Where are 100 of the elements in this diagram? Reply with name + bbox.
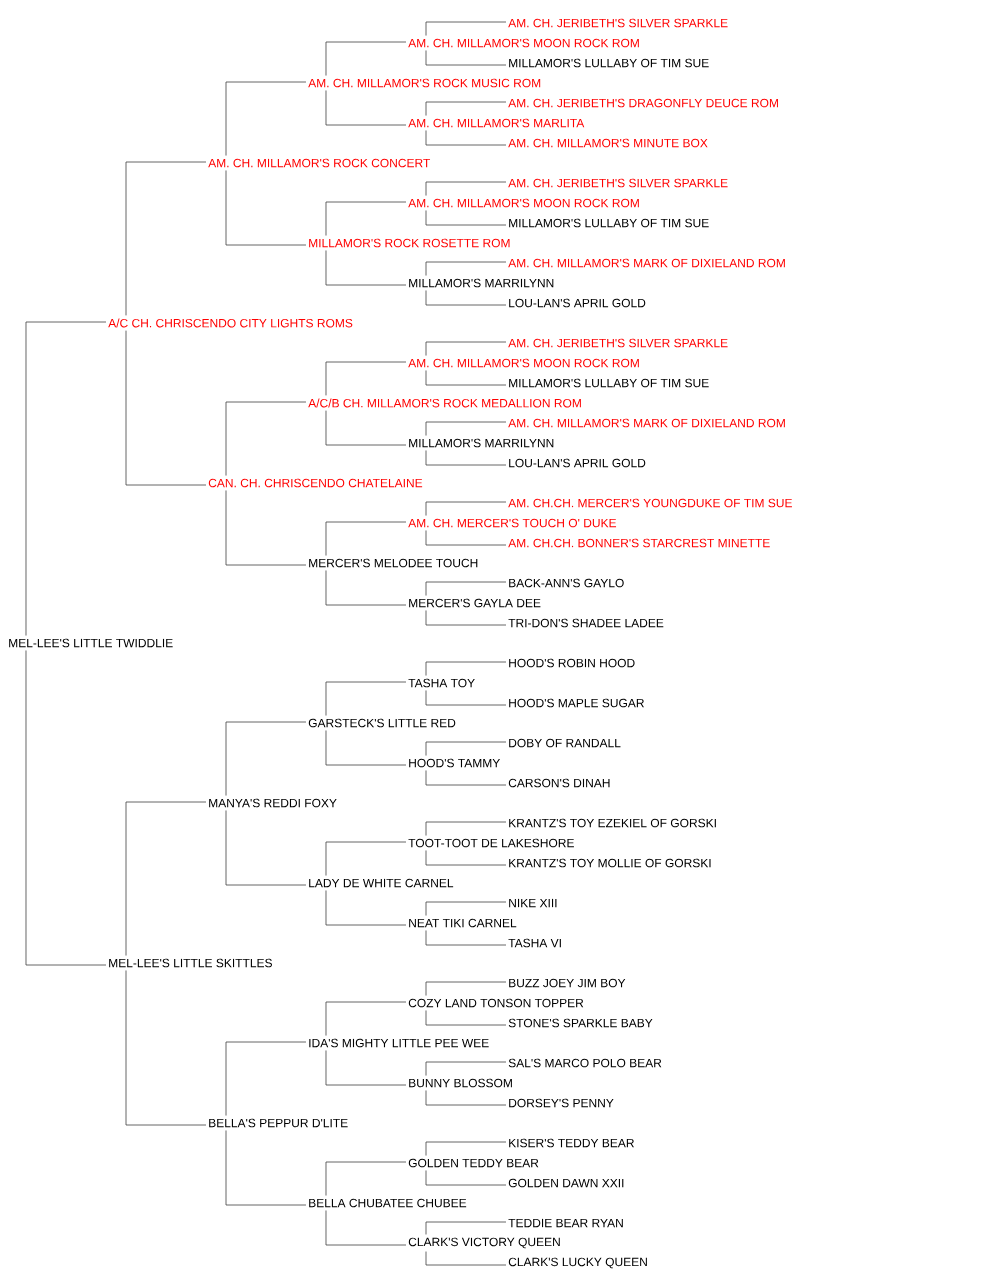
pedigree-name: GOLDEN DAWN XXII bbox=[508, 1178, 624, 1188]
pedigree-name: BELLA'S PEPPUR D'LITE bbox=[209, 1118, 348, 1128]
connector-line bbox=[425, 210, 507, 226]
connector-line bbox=[25, 321, 107, 636]
connector-line bbox=[325, 1050, 407, 1086]
connector-line bbox=[325, 1001, 407, 1036]
pedigree-name: A/C CH. CHRISCENDO CITY LIGHTS ROMS bbox=[108, 318, 353, 328]
pedigree-name: COZY LAND TONSON TOPPER bbox=[408, 998, 584, 1008]
connector-line bbox=[325, 570, 407, 606]
connector-line bbox=[225, 1130, 307, 1206]
pedigree-name: AM. CH. MILLAMOR'S ROCK MUSIC ROM bbox=[308, 78, 541, 88]
connector-line bbox=[425, 770, 507, 786]
connector-line bbox=[25, 650, 107, 966]
pedigree-name: DOBY OF RANDALL bbox=[509, 738, 621, 748]
connector-line bbox=[425, 1090, 507, 1106]
connector-line bbox=[325, 250, 407, 286]
connector-line bbox=[425, 341, 507, 356]
pedigree-name: CARSON'S DINAH bbox=[508, 778, 610, 788]
pedigree-name: AM. CH. MERCER'S TOUCH O' DUKE bbox=[408, 518, 617, 528]
connector-line bbox=[325, 841, 407, 876]
connector-line bbox=[425, 901, 507, 916]
pedigree-name: BUNNY BLOSSOM bbox=[409, 1078, 512, 1088]
connector-line bbox=[425, 981, 507, 996]
pedigree-name: AM. CH. JERIBETH'S DRAGONFLY DEUCE ROM bbox=[508, 98, 778, 108]
connector-line bbox=[425, 930, 507, 946]
connector-line bbox=[425, 661, 507, 676]
pedigree-name: LOU-LAN'S APRIL GOLD bbox=[509, 298, 646, 308]
pedigree-name: MILLAMOR'S LULLABY OF TIM SUE bbox=[509, 218, 709, 228]
pedigree-name: GOLDEN TEDDY BEAR bbox=[408, 1158, 539, 1168]
pedigree-name: MERCER'S GAYLA DEE bbox=[409, 598, 541, 608]
connector-line bbox=[425, 530, 507, 546]
connector-line bbox=[325, 90, 407, 126]
pedigree-name: AM. CH.CH. MERCER'S YOUNGDUKE OF TIM SUE bbox=[508, 498, 792, 508]
connector-line bbox=[125, 970, 207, 1126]
pedigree-name: KISER'S TEDDY BEAR bbox=[509, 1138, 634, 1148]
pedigree-name: BUZZ JOEY JIM BOY bbox=[509, 978, 626, 988]
pedigree-name: MANYA'S REDDI FOXY bbox=[209, 798, 337, 808]
connector-line bbox=[425, 181, 507, 196]
connector-line bbox=[125, 801, 207, 956]
pedigree-name: A/C/B CH. MILLAMOR'S ROCK MEDALLION ROM bbox=[308, 398, 581, 408]
connector-line bbox=[125, 161, 207, 316]
connector-line bbox=[325, 1210, 407, 1246]
pedigree-name: HOOD'S TAMMY bbox=[409, 758, 500, 768]
pedigree-name: AM. CH. MILLAMOR'S MARLITA bbox=[408, 118, 585, 128]
connector-line bbox=[425, 1141, 507, 1156]
connector-line bbox=[325, 1161, 407, 1196]
pedigree-name: AM. CH. JERIBETH'S SILVER SPARKLE bbox=[508, 338, 728, 348]
connector-line bbox=[225, 81, 307, 156]
connector-line bbox=[225, 490, 307, 566]
connector-line bbox=[425, 1010, 507, 1026]
connector-line bbox=[225, 1041, 307, 1116]
pedigree-name: CLARK'S VICTORY QUEEN bbox=[408, 1237, 560, 1249]
pedigree-name: AM. CH. MILLAMOR'S MARK OF DIXIELAND ROM bbox=[508, 418, 785, 428]
connector-line bbox=[425, 1170, 507, 1186]
pedigree-name: TEDDIE BEAR RYAN bbox=[508, 1218, 623, 1228]
connector-line bbox=[425, 370, 507, 386]
pedigree-name: MERCER'S MELODEE TOUCH bbox=[309, 558, 478, 568]
connector-line bbox=[125, 330, 207, 486]
connector-line bbox=[425, 581, 507, 596]
pedigree-name: AM. CH. JERIBETH'S SILVER SPARKLE bbox=[508, 178, 728, 188]
pedigree-name: AM. CH. MILLAMOR'S ROCK CONCERT bbox=[208, 158, 430, 168]
pedigree-name: AM. CH.CH. BONNER'S STARCREST MINETTE bbox=[508, 538, 770, 548]
connector-line bbox=[425, 501, 507, 516]
connector-line bbox=[325, 41, 407, 76]
connector-line bbox=[225, 810, 307, 886]
pedigree-name: HOOD'S MAPLE SUGAR bbox=[509, 698, 644, 708]
pedigree-name: HOOD'S ROBIN HOOD bbox=[509, 658, 635, 668]
pedigree-name: IDA'S MIGHTY LITTLE PEE WEE bbox=[309, 1038, 489, 1048]
pedigree-name: AM. CH. JERIBETH'S SILVER SPARKLE bbox=[508, 18, 728, 28]
pedigree-name: CAN. CH. CHRISCENDO CHATELAINE bbox=[208, 478, 423, 488]
connector-line bbox=[425, 850, 507, 866]
pedigree-name: TASHA VI bbox=[508, 938, 561, 948]
connector-line bbox=[425, 261, 507, 276]
pedigree-name: MEL-LEE'S LITTLE TWIDDLIE bbox=[9, 638, 173, 648]
connector-line bbox=[325, 361, 407, 396]
pedigree-name: AM. CH. MILLAMOR'S MOON ROCK ROM bbox=[408, 358, 639, 368]
connector-line bbox=[425, 610, 507, 626]
pedigree-name: TRI-DON'S SHADEE LADEE bbox=[508, 618, 664, 628]
pedigree-name: MEL-LEE'S LITTLE SKITTLES bbox=[109, 958, 272, 968]
connector-line bbox=[325, 681, 407, 716]
connector-line bbox=[425, 450, 507, 466]
connector-line bbox=[425, 1221, 507, 1235]
connector-line bbox=[425, 421, 507, 436]
pedigree-name: LADY DE WHITE CARNEL bbox=[309, 878, 454, 888]
connector-line bbox=[425, 50, 507, 66]
pedigree-name: TASHA TOY bbox=[408, 678, 475, 688]
connector-line bbox=[425, 101, 507, 116]
pedigree-name: GARSTECK'S LITTLE RED bbox=[308, 718, 456, 728]
connector-line bbox=[325, 410, 407, 446]
pedigree-name: MILLAMOR'S LULLABY OF TIM SUE bbox=[509, 58, 709, 68]
pedigree-name: LOU-LAN'S APRIL GOLD bbox=[509, 458, 646, 468]
pedigree-name: CLARK'S LUCKY QUEEN bbox=[508, 1257, 647, 1269]
pedigree-name: TOOT-TOOT DE LAKESHORE bbox=[408, 838, 574, 848]
connector-line bbox=[425, 290, 507, 306]
connector-line bbox=[325, 521, 407, 556]
pedigree-name: BELLA CHUBATEE CHUBEE bbox=[309, 1198, 467, 1208]
connector-line bbox=[325, 730, 407, 766]
connector-line bbox=[225, 401, 307, 476]
pedigree-name: AM. CH. MILLAMOR'S MOON ROCK ROM bbox=[408, 198, 639, 208]
pedigree-name: KRANTZ'S TOY MOLLIE OF GORSKI bbox=[509, 858, 711, 868]
